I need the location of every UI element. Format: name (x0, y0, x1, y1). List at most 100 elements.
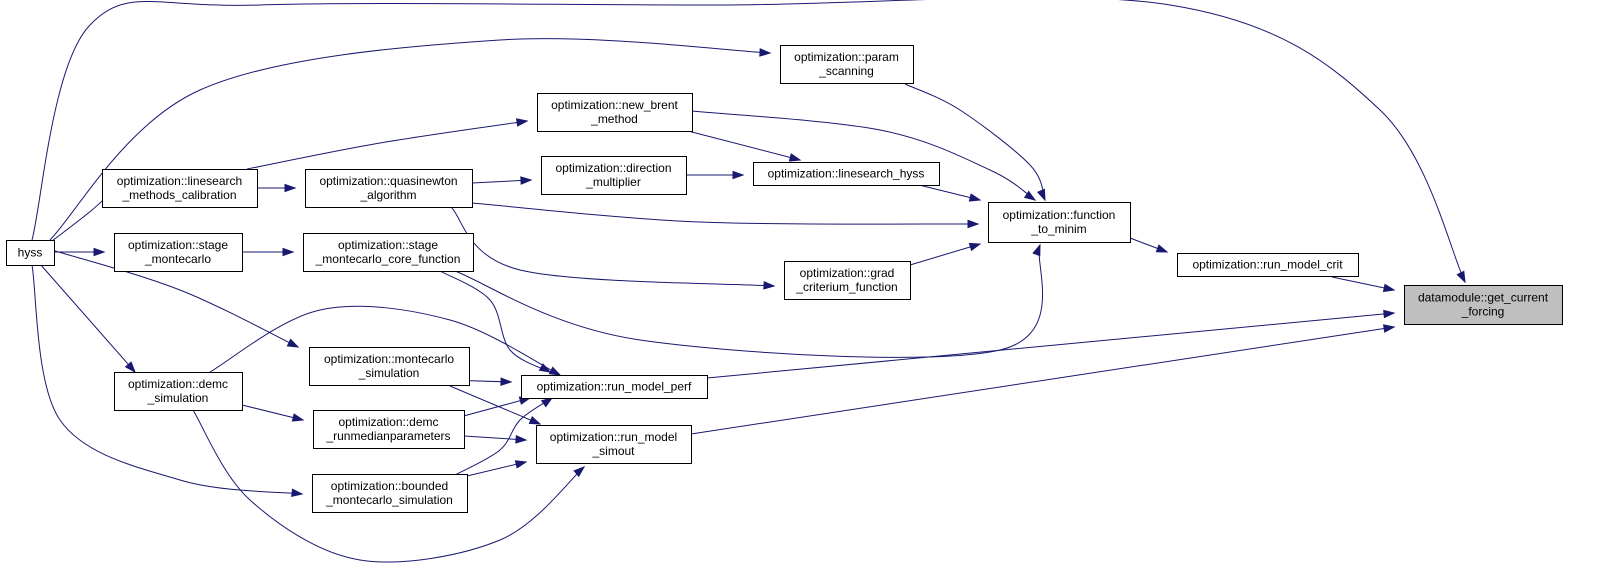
node-label: optimization::grad (800, 266, 895, 280)
edge-line (454, 244, 1044, 358)
edge-new_brent_method-to-linesearch_hyss (687, 130, 802, 162)
node-bounded-montecarlo-simulation[interactable]: optimization::bounded_montecarlo_simulat… (312, 474, 468, 513)
node-box[interactable] (303, 233, 474, 272)
node-label: optimization::demc (338, 415, 438, 429)
node-box[interactable] (780, 45, 914, 84)
arrowhead-icon (291, 488, 304, 498)
node-label: optimization::montecarlo (324, 352, 454, 366)
node-quasinewton-algorithm[interactable]: optimization::quasinewton_algorithm (305, 169, 473, 208)
node-box[interactable] (114, 372, 243, 411)
edge-run_model_crit-to-get_current_forcing (1331, 276, 1396, 293)
edge-line (471, 202, 979, 225)
edge-hyss-to-param_scanning (49, 38, 772, 241)
arrowhead-icon (968, 193, 982, 202)
arrowhead-icon (291, 413, 305, 422)
edge-line (687, 130, 801, 161)
edge-demc_runmedianparameters-to-run_model_perf (459, 396, 532, 418)
node-linesearch-hyss[interactable]: optimization::linesearch_hyss (753, 162, 940, 186)
node-label: _algorithm (359, 188, 416, 202)
node-box[interactable] (1404, 285, 1563, 325)
edge-direction_multiplier-to-linesearch_hyss (686, 170, 745, 180)
arrowhead-icon (124, 361, 136, 374)
edge-grad_criterium_function-to-function_to_minim (909, 242, 982, 266)
node-stage-montecarlo-core-function[interactable]: optimization::stage_montecarlo_core_func… (303, 233, 474, 272)
node-box[interactable] (988, 202, 1131, 243)
node-new-brent-method[interactable]: optimization::new_brent_method (537, 93, 693, 132)
node-demc-runmedianparameters[interactable]: optimization::demc_runmedianparameters (313, 410, 465, 449)
call-graph-nodes: hyssoptimization::param_scanningoptimiza… (6, 45, 1563, 513)
edge-montecarlo_simulation-to-run_model_simout (449, 385, 542, 425)
node-hyss[interactable]: hyss (6, 240, 55, 266)
edge-line (49, 38, 771, 241)
node-grad-criterium-function[interactable]: optimization::grad_criterium_function (784, 261, 911, 300)
arrowhead-icon (1382, 283, 1396, 293)
node-label: optimization::stage (128, 238, 228, 252)
edge-line (691, 110, 1036, 201)
node-box[interactable] (784, 261, 911, 300)
node-box[interactable] (305, 169, 473, 208)
node-run-model-perf[interactable]: optimization::run_model_perf (521, 375, 708, 399)
node-label: _forcing (1461, 305, 1505, 319)
arrowhead-icon (1023, 190, 1037, 201)
node-run-model-simout[interactable]: optimization::run_model_simout (536, 425, 692, 464)
arrowhead-icon (967, 219, 980, 229)
arrowhead-icon (520, 176, 533, 185)
edge-line (51, 249, 299, 348)
node-run-model-crit[interactable]: optimization::run_model_crit (1177, 253, 1359, 277)
node-box[interactable] (521, 375, 708, 399)
arrowhead-icon (1383, 309, 1396, 319)
arrowhead-icon (1155, 244, 1169, 253)
node-box[interactable] (536, 425, 692, 464)
node-label: _simulation (147, 391, 209, 405)
node-box[interactable] (1177, 253, 1359, 277)
edge-hyss-to-get_current_forcing (31, 0, 1466, 284)
edge-hyss-to-bounded_montecarlo_simulation (31, 264, 304, 498)
node-box[interactable] (309, 347, 470, 386)
node-montecarlo-simulation[interactable]: optimization::montecarlo_simulation (309, 347, 470, 386)
edge-linesearch_methods_calibration-to-quasinewton_algorithm (257, 183, 297, 193)
node-box[interactable] (537, 93, 693, 132)
edge-demc_simulation-to-run_model_perf (209, 305, 562, 376)
node-direction-multiplier[interactable]: optimization::direction_multiplier (541, 156, 687, 195)
edge-line (706, 312, 1395, 379)
node-box[interactable] (114, 233, 243, 272)
node-box[interactable] (102, 169, 258, 208)
node-stage-montecarlo[interactable]: optimization::stage_montecarlo (114, 233, 243, 272)
edge-linesearch_hyss-to-function_to_minim (918, 184, 982, 202)
arrowhead-icon (515, 435, 528, 444)
node-box[interactable] (753, 162, 940, 186)
node-label: optimization::function (1003, 208, 1116, 222)
node-box[interactable] (6, 240, 55, 266)
arrowhead-icon (968, 242, 982, 252)
arrowhead-icon (540, 397, 554, 408)
arrowhead-icon (548, 366, 562, 376)
edge-hyss-to-montecarlo_simulation (51, 249, 300, 348)
node-label: _montecarlo_simulation (325, 493, 453, 507)
node-demc-simulation[interactable]: optimization::demc_simulation (114, 372, 243, 411)
node-param-scanning[interactable]: optimization::param_scanning (780, 45, 914, 84)
edge-line (904, 83, 1046, 201)
node-get-current-forcing[interactable]: datamodule::get_current_forcing (1404, 285, 1563, 325)
node-linesearch-methods-calibration[interactable]: optimization::linesearch_methods_calibra… (102, 169, 258, 208)
node-function-to-minim[interactable]: optimization::function_to_minim (988, 202, 1131, 243)
arrowhead-icon (573, 466, 586, 478)
edge-line (439, 270, 551, 373)
node-box[interactable] (541, 156, 687, 195)
node-label: _simout (591, 444, 635, 458)
arrowhead-icon (759, 48, 772, 57)
node-label: optimization::param (794, 50, 899, 64)
node-box[interactable] (312, 474, 468, 513)
edge-line (39, 263, 136, 373)
arrowhead-icon (788, 153, 802, 162)
edge-line (31, 0, 1466, 283)
node-label: _runmedianparameters (325, 429, 450, 443)
edge-demc_simulation-to-run_model_simout (192, 409, 586, 563)
node-label: _methods_calibration (121, 188, 236, 202)
edge-stage_montecarlo-to-stage_montecarlo_core_function (242, 247, 295, 257)
node-label: optimization::linesearch (117, 174, 242, 188)
edge-line (449, 385, 541, 425)
node-box[interactable] (313, 410, 465, 449)
node-label: optimization::stage (338, 238, 438, 252)
edge-line (909, 243, 981, 266)
